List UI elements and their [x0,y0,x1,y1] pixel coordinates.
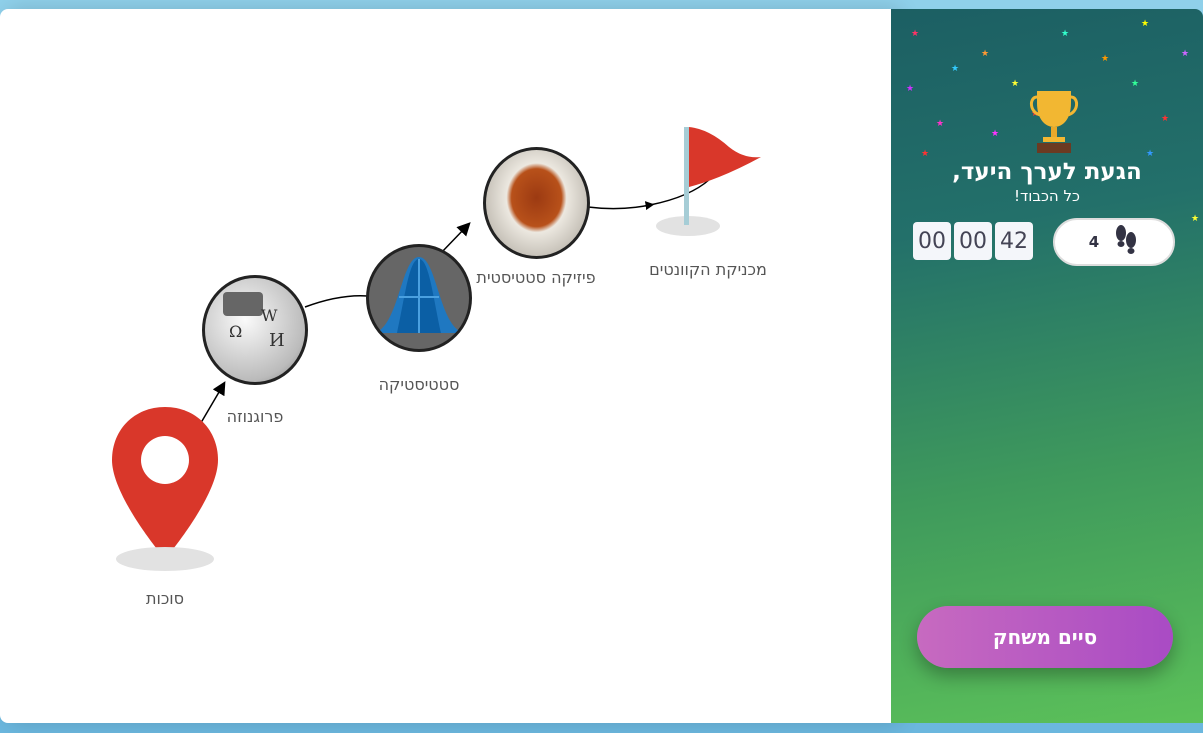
success-subtitle: כל הכבוד! [1014,187,1080,205]
node-label: סטטיסטיקה [378,375,460,394]
end-game-button[interactable]: סיים משחק [917,606,1173,668]
timer-seconds: 42 [995,222,1033,260]
steps-counter: 4 [1053,218,1175,266]
start-pin-icon [112,407,218,573]
tea-cup-icon[interactable] [483,147,590,259]
timer: 00 00 42 [913,222,1033,260]
node-label: פיזיקה סטטיסטית [476,268,596,287]
footsteps-icon [1113,225,1139,259]
node-label: מכניקת הקוונטים [649,260,767,279]
arrow-2 [304,294,369,308]
goal-flag-icon [652,124,762,239]
result-panel: ★★★★★★★★★★★★★★★★★ הגעת לערך היעד, כל הכב… [891,9,1203,723]
arrow-3 [439,222,471,255]
success-title: הגעת לערך היעד, [952,159,1142,185]
game-path-area: סוכות W Ω И פרוגנוזה סטטיסטיקה פיזיקה סט… [0,9,892,723]
bell-curve-icon[interactable] [366,244,472,352]
wikipedia-globe-icon[interactable]: W Ω И [202,275,308,385]
trophy-icon [1029,89,1079,155]
path-lines [164,178,711,485]
node-label: פרוגנוזה [226,407,284,426]
steps-count: 4 [1088,233,1100,251]
timer-minutes: 00 [954,222,992,260]
node-label: סוכות [145,589,185,608]
timer-hours: 00 [913,222,951,260]
